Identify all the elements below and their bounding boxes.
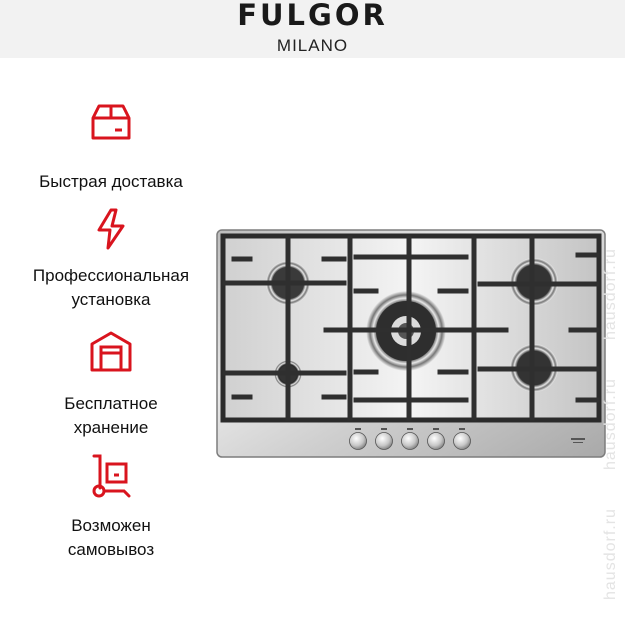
feature-label-line2: самовывоз (67, 540, 155, 559)
feature-professional-install: Профессиональная установка (0, 208, 222, 312)
box-icon (91, 104, 131, 140)
lightning-icon (97, 208, 125, 250)
watermark: hausdorf.ru (602, 378, 619, 470)
warehouse-icon (90, 331, 132, 372)
feature-label-line2: установка (71, 290, 151, 309)
feature-free-storage: Бесплатное хранение (0, 330, 222, 440)
watermark: hausdorf.ru (602, 248, 619, 340)
feature-label-line1: Бесплатное (64, 394, 158, 413)
feature-label-line2: хранение (73, 418, 149, 437)
header-band (0, 0, 625, 58)
brand-logo: FULGOR (237, 0, 388, 32)
watermark: hausdorf.ru (602, 508, 619, 600)
feature-label: Быстрая доставка (39, 172, 183, 191)
trolley-icon (92, 454, 131, 498)
gas-hob-product-image (216, 229, 606, 458)
brand-subtitle: MILANO (276, 36, 349, 55)
feature-label-line1: Возможен (71, 516, 151, 535)
feature-label-line1: Профессиональная (32, 266, 190, 285)
feature-self-pickup: Возможен самовывоз (0, 454, 222, 562)
feature-fast-delivery: Быстрая доставка (0, 98, 222, 194)
